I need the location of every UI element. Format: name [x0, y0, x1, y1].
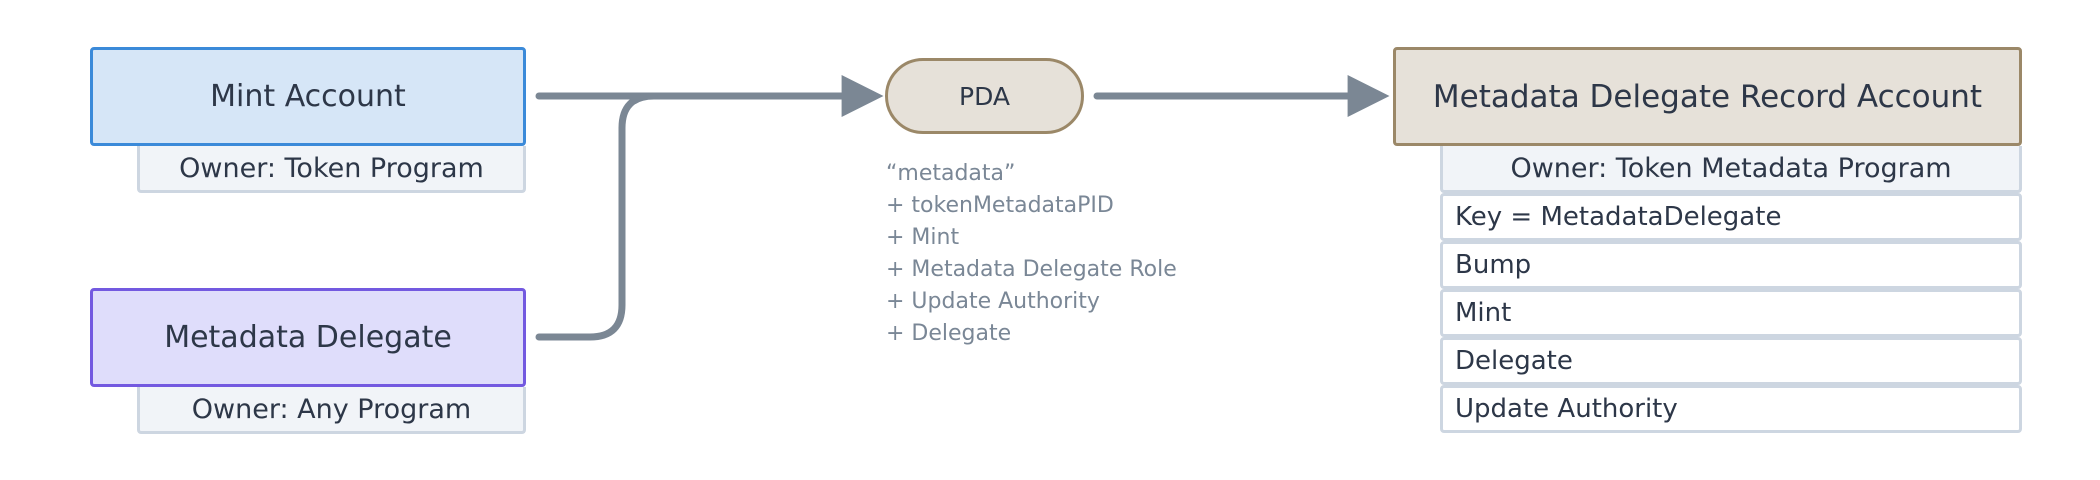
- pda-node: PDA: [885, 58, 1084, 134]
- pda-seed-item: + Metadata Delegate Role: [886, 257, 1177, 282]
- record-field-label: Mint: [1455, 298, 1512, 328]
- record-account-owner-tag: Owner: Token Metadata Program: [1440, 146, 2022, 193]
- pda-seed-item: + Update Authority: [886, 289, 1100, 314]
- record-account-owner-label: Owner: Token Metadata Program: [1510, 152, 1952, 184]
- metadata-delegate-owner-tag: Owner: Any Program: [137, 387, 526, 434]
- pda-seed-item: + tokenMetadataPID: [886, 193, 1114, 218]
- record-account-title: Metadata Delegate Record Account: [1432, 78, 1983, 115]
- record-field-label: Update Authority: [1455, 394, 1678, 424]
- pda-seed-item: + Delegate: [886, 321, 1012, 346]
- record-field-update-authority: Update Authority: [1440, 385, 2022, 433]
- delegate-to-pda-connector: [535, 92, 658, 341]
- mint-account-owner-label: Owner: Token Program: [179, 152, 484, 184]
- pda-label: PDA: [959, 81, 1010, 111]
- record-field-key: Key = MetadataDelegate: [1440, 193, 2022, 241]
- record-field-bump: Bump: [1440, 241, 2022, 289]
- metadata-delegate-node: Metadata Delegate: [90, 288, 526, 387]
- pda-seed-item: + Mint: [886, 225, 960, 250]
- mint-account-owner-tag: Owner: Token Program: [137, 146, 526, 193]
- metadata-delegate-title: Metadata Delegate: [164, 320, 452, 355]
- mint-account-node: Mint Account: [90, 47, 526, 146]
- record-field-label: Bump: [1455, 250, 1532, 280]
- mint-account-title: Mint Account: [210, 79, 406, 114]
- record-field-label: Delegate: [1455, 346, 1573, 376]
- metadata-delegate-owner-label: Owner: Any Program: [191, 393, 472, 425]
- pda-seed-item: “metadata”: [886, 161, 1016, 186]
- record-field-delegate: Delegate: [1440, 337, 2022, 385]
- record-field-label: Key = MetadataDelegate: [1455, 202, 1782, 232]
- metadata-delegate-record-node: Metadata Delegate Record Account: [1393, 47, 2022, 146]
- pda-seeds-list: “metadata” + tokenMetadataPID + Mint + M…: [886, 158, 1177, 350]
- record-field-mint: Mint: [1440, 289, 2022, 337]
- record-account-fields: Key = MetadataDelegate Bump Mint Delegat…: [1440, 193, 2022, 433]
